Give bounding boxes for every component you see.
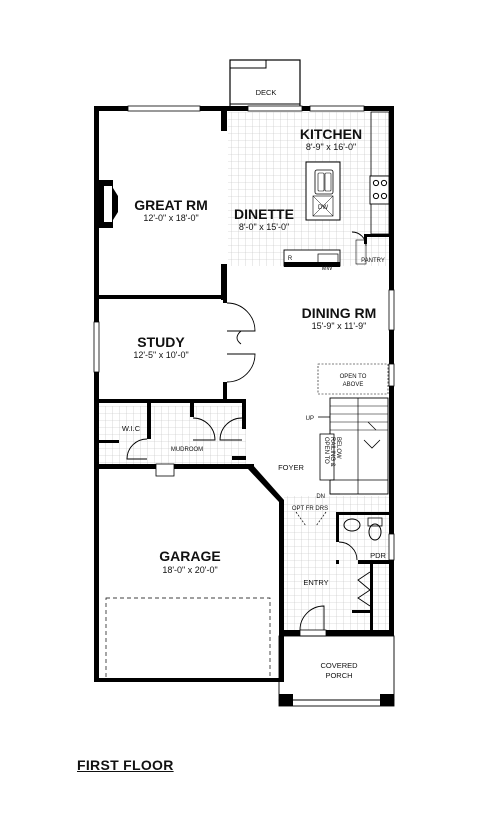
open-above-line2: ABOVE bbox=[343, 382, 364, 388]
open-bsmt-line3: BELOW bbox=[335, 437, 341, 459]
garage-label: GARAGE bbox=[159, 548, 220, 564]
windows bbox=[93, 105, 395, 561]
kitchen-dims: 8'-9" x 16'-0" bbox=[306, 142, 356, 152]
garage-door bbox=[105, 597, 271, 681]
pdr-fixtures bbox=[343, 517, 383, 541]
porch-label-line1: COVERED bbox=[320, 661, 358, 670]
stair-up-label: UP bbox=[306, 416, 314, 422]
open-bsmt-line2: RAILING & bbox=[329, 437, 335, 467]
study-label: STUDY bbox=[137, 334, 185, 350]
porch-label-line2: PORCH bbox=[325, 671, 352, 680]
kitchen-fixtures bbox=[283, 111, 390, 267]
doors bbox=[126, 302, 371, 637]
open-bsmt-line1: OPEN TO bbox=[323, 437, 329, 464]
great-rm-dims: 12'-0" x 18'-0" bbox=[143, 213, 198, 223]
pdr-label: PDR bbox=[370, 551, 386, 560]
room-labels: DECK KITCHEN 8'-9" x 16'-0" GREAT RM 12'… bbox=[122, 88, 387, 680]
mudroom-tile bbox=[96, 406, 246, 464]
foyer-label: FOYER bbox=[278, 463, 304, 472]
great-rm-label: GREAT RM bbox=[134, 197, 208, 213]
open-above-line1: OPEN TO bbox=[340, 374, 367, 380]
study-dims: 12'-5" x 10'-0" bbox=[133, 350, 188, 360]
floor-title: FIRST FLOOR bbox=[77, 757, 174, 773]
stair-dn-label: DN bbox=[316, 494, 325, 500]
microwave-label: MW bbox=[322, 266, 333, 272]
covered-porch bbox=[278, 635, 395, 707]
staircase bbox=[317, 363, 389, 495]
range-label: R bbox=[288, 256, 293, 262]
deck-label: DECK bbox=[256, 88, 277, 97]
kitchen-label: KITCHEN bbox=[300, 126, 362, 142]
garage-dims: 18'-0" x 20'-0" bbox=[162, 565, 217, 575]
dinette-label: DINETTE bbox=[234, 206, 294, 222]
dining-rm-label: DINING RM bbox=[302, 305, 377, 321]
opt-fr-drs-label: OPT FR DRS bbox=[292, 506, 328, 512]
pantry-label: PANTRY bbox=[361, 258, 385, 264]
plan-notes: OPEN TO ABOVE UP DN OPT FR DRS OPEN TO R… bbox=[288, 205, 367, 512]
wic-label: W.I.C bbox=[122, 424, 141, 433]
mudroom-label: MUDROOM bbox=[171, 447, 203, 453]
dishwasher-label: DW bbox=[318, 205, 328, 211]
dining-rm-dims: 15'-9" x 11'-9" bbox=[312, 321, 367, 331]
entry-label: ENTRY bbox=[303, 578, 328, 587]
dinette-dims: 8'-0" x 15'-0" bbox=[239, 222, 289, 232]
deck bbox=[229, 59, 301, 109]
interior-walls bbox=[99, 111, 390, 630]
